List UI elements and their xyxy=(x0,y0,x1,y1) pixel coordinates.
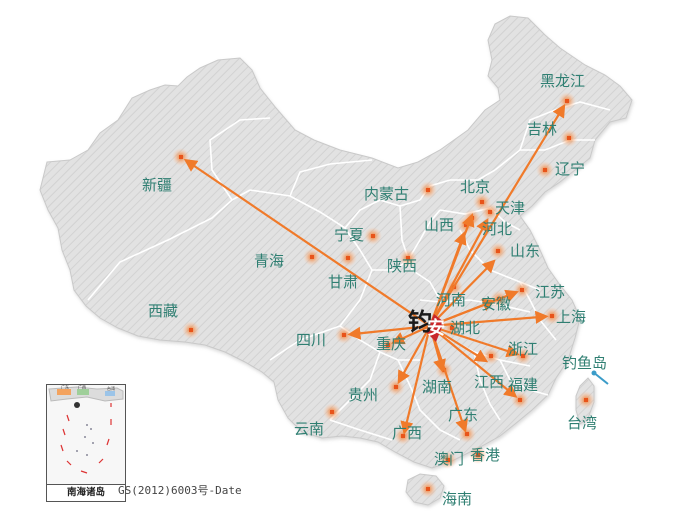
inset-map: 广东 广西 台湾 xyxy=(47,384,125,485)
dot-core-xizang xyxy=(189,328,193,332)
dot-core-ningxia xyxy=(371,234,375,238)
route-to-tianjin xyxy=(429,217,489,327)
label-sichuan[interactable]: 四川 xyxy=(296,331,326,349)
logo-char1: 钧 xyxy=(408,307,432,336)
label-xianggang[interactable]: 香港 xyxy=(470,446,500,464)
label-hubei[interactable]: 湖北 xyxy=(450,319,480,337)
inset-label-guangxi: 广西 xyxy=(78,385,86,390)
label-hainan[interactable]: 海南 xyxy=(442,490,472,508)
label-fujian[interactable]: 福建 xyxy=(508,376,538,394)
label-xizang[interactable]: 西藏 xyxy=(148,302,178,320)
dot-core-sichuan xyxy=(342,333,346,337)
label-neimenggu[interactable]: 内蒙古 xyxy=(364,185,409,203)
route-arrows xyxy=(183,103,566,435)
label-xinjiang[interactable]: 新疆 xyxy=(142,176,172,194)
label-aomen[interactable]: 澳门 xyxy=(434,450,464,468)
label-diaoyudao[interactable]: 钓鱼岛 xyxy=(562,354,607,372)
dot-core-guangdong xyxy=(465,432,469,436)
dot-core-beijing xyxy=(480,200,484,204)
route-to-zhejiang xyxy=(429,324,520,358)
route-to-sichuan xyxy=(347,324,431,340)
dot-core-aomen xyxy=(446,458,450,462)
label-qinghai[interactable]: 青海 xyxy=(254,252,284,270)
inset-dashed-boundary xyxy=(60,403,112,474)
label-shaanxi[interactable]: 陕西 xyxy=(387,257,417,275)
label-taiwan[interactable]: 台湾 xyxy=(567,414,597,432)
region-labels: 新疆西藏 青海甘肃 内蒙古宁夏陕西 山西 北京天津河北山东河南安徽 江苏上海湖北浙江 四川 重… xyxy=(142,72,607,508)
inset-islands xyxy=(76,424,94,456)
dot-core-liaoning xyxy=(543,168,547,172)
label-hunan[interactable]: 湖南 xyxy=(422,378,452,396)
dot-core-shandong xyxy=(496,249,500,253)
label-ningxia[interactable]: 宁夏 xyxy=(334,226,364,244)
dot-core-shanghai xyxy=(550,314,554,318)
label-yunnan[interactable]: 云南 xyxy=(294,420,324,438)
label-liaoning[interactable]: 辽宁 xyxy=(555,160,585,178)
label-guangxi[interactable]: 广西 xyxy=(392,424,422,442)
dot-core-yunnan xyxy=(330,410,334,414)
label-jiangsu[interactable]: 江苏 xyxy=(535,283,565,301)
dot-core-chongqing xyxy=(386,343,390,347)
dot-core-xinjiang xyxy=(179,155,183,159)
label-heilongjiang[interactable]: 黑龙江 xyxy=(540,72,585,90)
dot-core-shaanxi xyxy=(406,256,410,260)
logo-char2: 安 xyxy=(427,317,445,339)
inset-title: 南海诸岛 xyxy=(47,484,125,501)
dot-core-heilongjiang xyxy=(565,99,569,103)
inset-tag-guangdong xyxy=(57,389,71,395)
label-shandong[interactable]: 山东 xyxy=(510,242,540,260)
label-guangdong[interactable]: 广东 xyxy=(448,406,478,424)
inset-label-taiwan: 台湾 xyxy=(107,385,115,391)
label-zhejiang[interactable]: 浙江 xyxy=(508,340,538,358)
dot-core-gansu xyxy=(346,256,350,260)
company-logo: 钧 安 xyxy=(408,307,445,342)
dot-core-jiangxi xyxy=(489,354,493,358)
route-to-chongqing xyxy=(391,324,431,345)
logo-pin xyxy=(426,314,444,342)
route-to-shanghai xyxy=(429,310,549,328)
label-jilin[interactable]: 吉林 xyxy=(527,120,557,138)
label-guizhou[interactable]: 贵州 xyxy=(348,386,378,404)
diaoyudao-marker xyxy=(591,370,609,385)
label-jiangxi[interactable]: 江西 xyxy=(474,373,504,391)
dot-core-jiangsu xyxy=(520,288,524,292)
inset-tag-guangxi xyxy=(77,389,89,395)
label-hebei[interactable]: 河北 xyxy=(482,220,512,238)
dot-core-guizhou xyxy=(394,385,398,389)
south-china-sea-inset: 广东 广西 台湾 南海诸岛 xyxy=(46,384,126,502)
dot-core-tianjin xyxy=(488,210,492,214)
route-to-heilongjiang xyxy=(429,103,566,327)
dot-core-hainan xyxy=(426,487,430,491)
dot-core-guangxi xyxy=(401,434,405,438)
dot-core-qinghai xyxy=(310,255,314,259)
map-caption: GS(2012)6003号-Date xyxy=(118,484,242,497)
dot-core-neimenggu xyxy=(426,188,430,192)
label-beijing[interactable]: 北京 xyxy=(460,178,490,196)
dot-core-jilin xyxy=(567,136,571,140)
label-shanxi[interactable]: 山西 xyxy=(424,216,454,234)
dot-core-hubei xyxy=(450,326,454,330)
label-chongqing[interactable]: 重庆 xyxy=(376,335,406,353)
route-to-shanxi xyxy=(428,231,467,327)
label-henan[interactable]: 河南 xyxy=(436,291,466,309)
inset-tag-taiwan xyxy=(105,391,115,396)
label-anhui[interactable]: 安徽 xyxy=(481,295,511,313)
dot-core-zhejiang xyxy=(521,354,525,358)
route-to-guizhou xyxy=(397,325,431,385)
dot-core-taiwan xyxy=(584,398,588,402)
dot-core-fujian xyxy=(518,398,522,402)
inset-label-guangdong: 广东 xyxy=(61,385,69,390)
route-to-guangxi xyxy=(400,325,432,435)
label-tianjin[interactable]: 天津 xyxy=(495,199,525,217)
route-to-shandong xyxy=(429,259,496,327)
label-gansu[interactable]: 甘肃 xyxy=(328,273,358,291)
route-to-xinjiang xyxy=(183,158,431,327)
dot-core-xianggang xyxy=(476,453,480,457)
label-shanghai[interactable]: 上海 xyxy=(556,308,586,326)
route-to-fujian xyxy=(429,325,518,398)
